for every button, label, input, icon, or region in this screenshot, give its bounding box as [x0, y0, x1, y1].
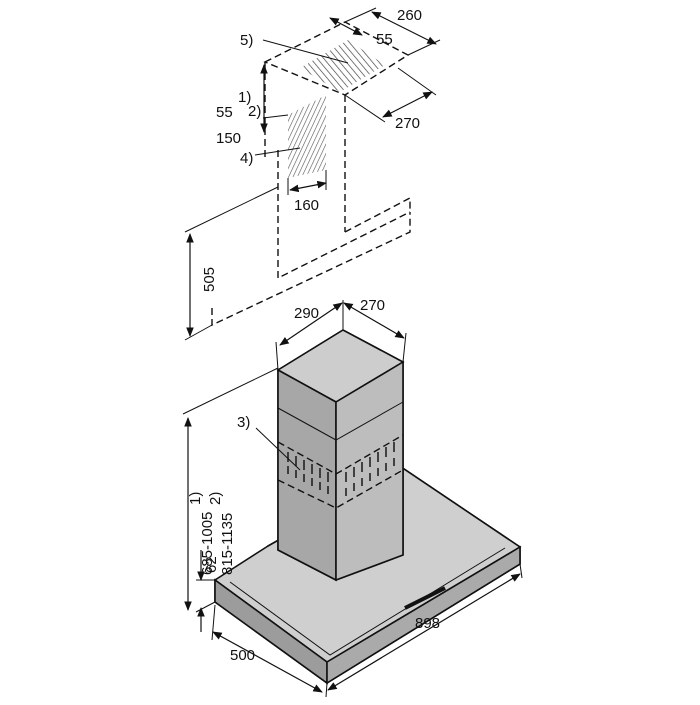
dim-290: 290: [275, 300, 344, 371]
wall-cutout-outline: [211, 150, 411, 327]
note-3: 3): [237, 414, 301, 471]
sup-2-a: 2): [248, 103, 261, 120]
dim-260-label: 260: [397, 7, 422, 24]
dim-62-label: 62: [203, 556, 220, 573]
dim-160: 160: [287, 170, 327, 214]
dim-260: 260: [344, 7, 441, 56]
note-3-label: 3): [237, 414, 250, 431]
dim-505-label: 505: [201, 267, 218, 292]
dim-160-label: 160: [294, 197, 319, 214]
dim-270-duct: 270: [343, 297, 407, 363]
dim-270-top-label: 270: [395, 115, 420, 132]
dim-500: 500: [211, 604, 328, 698]
sup-1-b: 1): [187, 492, 204, 505]
dim-62: 62: [195, 550, 220, 632]
dim-500-label: 500: [230, 647, 255, 664]
dim-range2-label: 815-1135: [219, 513, 236, 575]
dim-290-label: 290: [294, 305, 319, 322]
dim-898-label: 898: [415, 615, 440, 632]
wall-opening-hatched-area: [288, 95, 326, 178]
hood-chimney: [276, 329, 405, 582]
sup-1-a: 1): [238, 89, 251, 106]
dim-505: 505: [184, 186, 279, 341]
dim-898: 898: [327, 563, 523, 691]
dim-55-note-label: 55: [216, 104, 233, 121]
ceiling-opening-hatched-area: [300, 40, 385, 92]
dim-height-range: 685-1005 1) 815-1135 2): [182, 367, 279, 611]
dim-range1-label: 685-1005: [199, 512, 216, 575]
dim-150-label: 150: [216, 130, 241, 147]
dim-55-150-vertical: 55 1) 150 2): [216, 64, 268, 147]
dim-270-duct-label: 270: [360, 297, 385, 314]
dim-55-top-label: 55: [376, 31, 393, 48]
note-5-label: 5): [240, 32, 253, 49]
dim-55-top: 55: [329, 17, 393, 48]
chimney-vent-slots: [277, 434, 404, 509]
dim-270-top: 270: [344, 67, 437, 132]
note-4-label: 4): [240, 150, 253, 167]
sup-2-b: 2): [207, 492, 224, 505]
